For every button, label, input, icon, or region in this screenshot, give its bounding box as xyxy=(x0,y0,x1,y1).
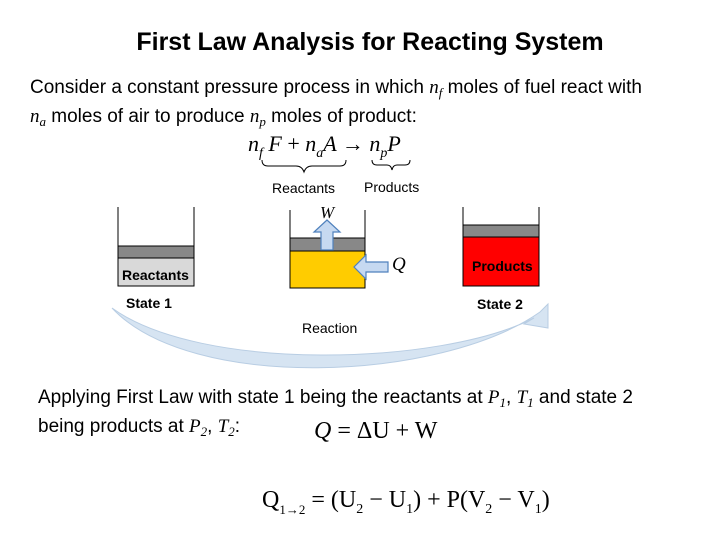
reaction-fill xyxy=(289,250,366,289)
np-symbol: np xyxy=(249,106,266,129)
reaction-equation: nf F + naA → npP xyxy=(248,131,401,161)
heat-symbol: Q xyxy=(392,254,406,275)
state1-reactants-fill xyxy=(117,257,195,287)
products-brace xyxy=(371,159,411,171)
heat-arrow xyxy=(353,253,389,281)
state2-products-fill xyxy=(462,236,540,287)
state2-tank xyxy=(462,207,540,287)
intro-text: Consider a constant pressure process in … xyxy=(30,77,430,98)
intro-line-2: na moles of air to produce np moles of p… xyxy=(30,105,710,134)
expanded-first-law-equation: Q1→2 = (U2 − U1) + P(V2 − V1) xyxy=(262,487,550,517)
intro-text: moles of air to produce xyxy=(46,106,250,127)
intro-text: moles of fuel react with xyxy=(442,77,642,98)
work-symbol: W xyxy=(320,203,335,222)
P2-symbol: P2 xyxy=(189,416,208,439)
intro-text: moles of product: xyxy=(265,106,417,127)
slide-title: First Law Analysis for Reacting System xyxy=(136,28,604,56)
na-symbol: na xyxy=(30,106,46,129)
state2-label: State 2 xyxy=(477,296,523,312)
T2-symbol: T2 xyxy=(217,416,235,439)
work-arrow xyxy=(312,219,342,251)
intro-paragraph: Consider a constant pressure process in … xyxy=(30,76,710,134)
conclusion-line-2: being products at P2, T2: xyxy=(38,416,241,439)
P1-symbol: P1 xyxy=(487,387,507,410)
reaction-label: Reaction xyxy=(302,320,358,336)
reactants-brace xyxy=(261,159,347,174)
products-brace-label: Products xyxy=(364,179,420,195)
nf-symbol: nf xyxy=(429,77,443,100)
state1-tank-label: Reactants xyxy=(122,267,189,283)
state1-tank xyxy=(117,207,195,287)
state1-label: State 1 xyxy=(126,295,172,311)
intro-line-1: Consider a constant pressure process in … xyxy=(30,76,710,105)
reaction-tank xyxy=(289,210,366,289)
conclusion-line-1: Applying First Law with state 1 being th… xyxy=(38,387,633,410)
state2-tank-label: Products xyxy=(472,258,533,274)
state1-piston xyxy=(117,245,195,259)
conclusion-paragraph: Applying First Law with state 1 being th… xyxy=(38,386,718,444)
process-curve-arrow xyxy=(111,302,549,369)
first-law-equation: Q = ΔU + W xyxy=(314,418,438,444)
T1-symbol: T1 xyxy=(516,387,534,410)
reactants-brace-label: Reactants xyxy=(272,180,336,196)
state2-piston xyxy=(462,224,540,238)
